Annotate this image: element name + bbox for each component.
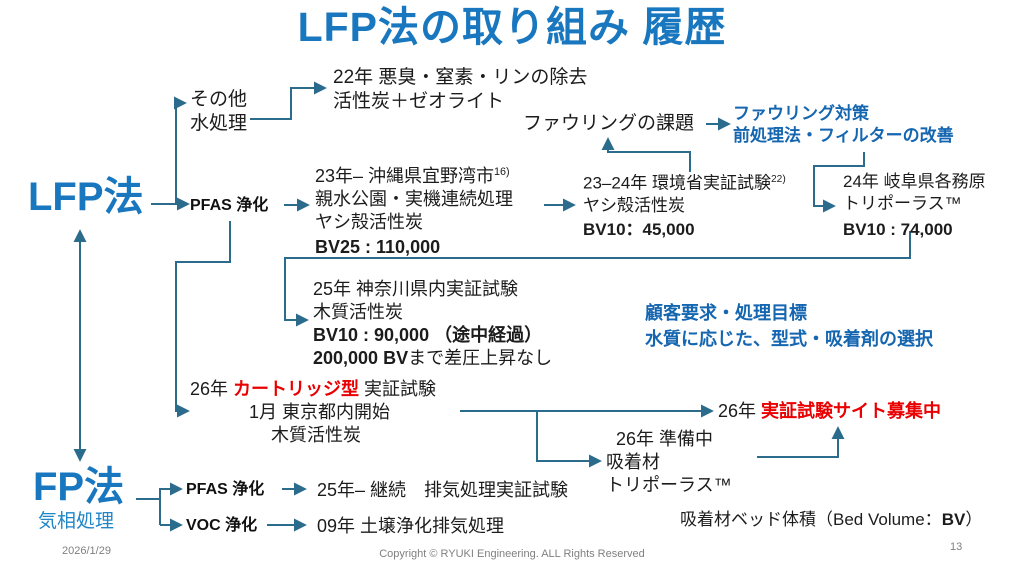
footer-copyright: Copyright © RYUKI Engineering. ALL Right… [379, 548, 645, 560]
node-selection-note: 顧客要求・処理目標 水質に応じた、型式・吸着剤の選択 [645, 303, 933, 349]
node-fouling-issue: ファウリングの課題 [523, 113, 695, 134]
node-fouling-fix: ファウリング対策 前処理法・フィルターの改善 [733, 104, 954, 145]
node-09y-voc: 09年 土壌浄化排気処理 [317, 516, 505, 536]
branch-fp-voc: VOC 浄化 [186, 517, 258, 534]
ref-22: 22) [771, 174, 786, 185]
ref-16: 16) [494, 166, 510, 178]
arrow-lfp-trunk-to-other [151, 96, 187, 205]
bv-value: BV25 : 110,000 [315, 237, 441, 257]
node-26y-site: 26年 実証試験サイト募集中 [718, 401, 942, 421]
page-title: LFP法の取り組み 履歴 [297, 4, 727, 50]
branch-fp-pfas: PFAS 浄化 [186, 481, 265, 498]
arrow-fp-to-pfas [159, 482, 183, 525]
branch-other-water: その他 水処理 [190, 89, 248, 134]
bv-value: BV10：45,000 [583, 219, 695, 239]
node-25y-fp: 25年– 継続 排気処理実証試験 [317, 480, 569, 500]
arrow-other-to-22 [250, 81, 327, 120]
label-lfp-method: LFP法 [28, 175, 144, 219]
node-24y-gifu: 24年 岐阜県各務原 トリポーラス™ BV10 : 74,000 [843, 172, 986, 239]
node-26y-cartridge: 26年 カートリッジ型 実証試験 1月 東京都内開始 木質活性炭 [190, 379, 437, 445]
footer-page-number: 13 [950, 541, 963, 553]
arrow-prep-up-to-site [757, 426, 845, 458]
highlight-site-recruiting: 実証試験サイト募集中 [761, 401, 942, 421]
label-fp-method: FP法 [33, 465, 125, 509]
node-22y: 22年 悪臭・窒素・リンの除去 活性炭＋ゼオライト [333, 67, 588, 112]
arrow-branch-to-prep [536, 411, 602, 468]
node-2324y-env: 23–24年 環境省実証試験22) ヤシ殻活性炭 BV10：45,000 [583, 173, 786, 239]
bv-value: BV10 : 74,000 [843, 220, 953, 239]
node-26y-prep: 26年 準備中 吸着材 トリポーラス™ [606, 429, 732, 495]
node-25y-kanagawa: 25年 神奈川県内実証試験 木質活性炭 BV10 : 90,000 （途中経過）… [313, 279, 553, 368]
highlight-cartridge: カートリッジ型 [233, 379, 360, 399]
label-fp-sub: 気相処理 [38, 511, 115, 532]
footer-date: 2026/1/29 [62, 545, 111, 557]
arrow-2324-up-to-fouling [601, 137, 691, 172]
bv-value: BV10 : 90,000 （途中経過） [313, 325, 543, 345]
node-23y-okinawa: 23年– 沖縄県宜野湾市16) 親水公園・実機連続処理 ヤシ殻活性炭 BV25 … [315, 166, 513, 257]
bv-legend: 吸着材ベッド体積（Bed Volume：BV） [680, 510, 983, 529]
branch-lfp-pfas: PFAS 浄化 [190, 197, 269, 214]
